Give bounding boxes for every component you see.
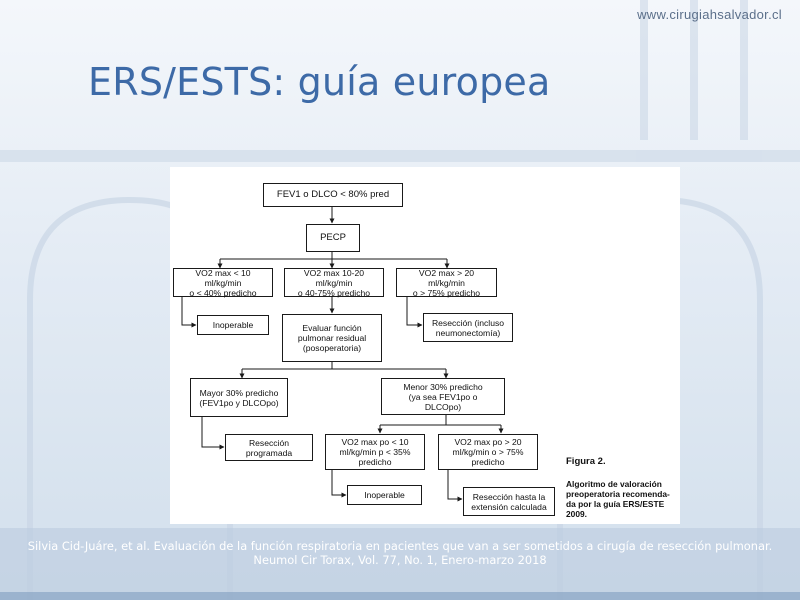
node-reseccion-hasta: Resección hasta la extensión calculada xyxy=(463,487,555,516)
node-vo2po-low: VO2 max po < 10 ml/kg/min p < 35% predic… xyxy=(325,434,425,470)
slide-title: ERS/ESTS: guía europea xyxy=(88,60,551,104)
figure-caption: Figura 2. Algoritmo de valoración preope… xyxy=(566,456,676,520)
node-fev1-dlco: FEV1 o DLCO < 80% pred xyxy=(263,183,403,207)
citation: Silvia Cid-Juáre, et al. Evaluación de l… xyxy=(0,539,800,567)
node-pecp: PECP xyxy=(306,224,360,252)
site-url: www.cirugiahsalvador.cl xyxy=(637,7,782,22)
node-reseccion-programada: Resección programada xyxy=(225,434,313,461)
citation-line-1: Silvia Cid-Juáre, et al. Evaluación de l… xyxy=(27,539,773,553)
node-inoperable-1: Inoperable xyxy=(197,315,269,335)
node-inoperable-2: Inoperable xyxy=(347,485,422,505)
node-mayor-30: Mayor 30% predicho (FEV1po y DLCOpo) xyxy=(190,378,288,417)
node-vo2-low: VO2 max < 10 ml/kg/min o < 40% predicho xyxy=(173,268,273,298)
caption-text: Algoritmo de valoración preoperatoria re… xyxy=(566,479,670,519)
node-evaluar-funcion: Evaluar función pulmonar residual (posop… xyxy=(282,314,382,362)
citation-line-2: Neumol Cir Torax, Vol. 77, No. 1, Enero-… xyxy=(253,553,547,567)
flowchart-connectors xyxy=(181,207,504,502)
node-reseccion-incluso: Resección (incluso neumonectomía) xyxy=(423,313,513,342)
node-vo2-mid: VO2 max 10-20 ml/kg/min o 40-75% predich… xyxy=(284,268,384,298)
node-menor-30: Menor 30% predicho (ya sea FEV1po o DLCO… xyxy=(381,378,505,415)
node-vo2-high: VO2 max > 20 ml/kg/min o > 75% predicho xyxy=(396,268,497,298)
caption-title: Figura 2. xyxy=(566,456,606,467)
node-vo2po-high: VO2 max po > 20 ml/kg/min o > 75% predic… xyxy=(438,434,538,470)
flowchart-figure: FEV1 o DLCO < 80% pred PECP VO2 max < 10… xyxy=(170,167,680,524)
